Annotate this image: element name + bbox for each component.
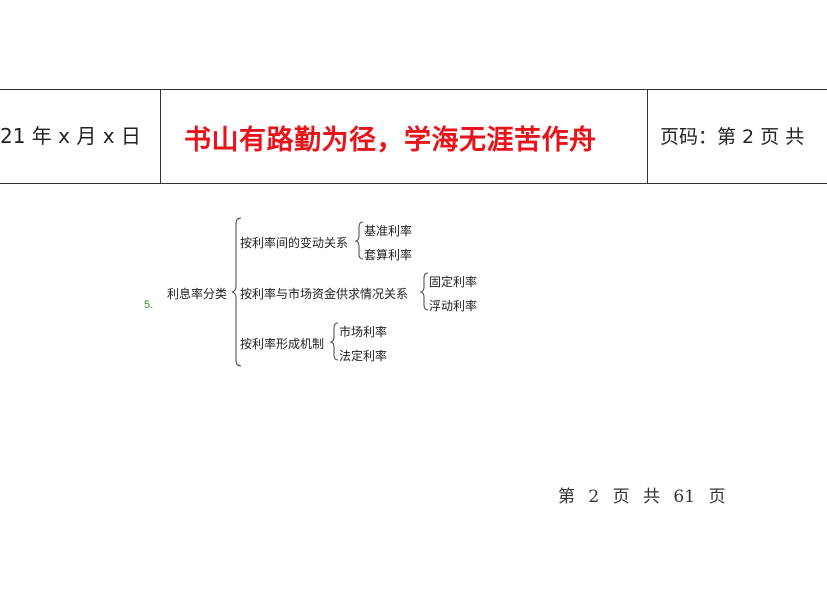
branch-label: 按利率形成机制 — [240, 337, 325, 351]
leaf-node: 市场利率 — [339, 325, 388, 339]
branch-label: 按利率间的变动关系 — [240, 236, 349, 250]
footer-page-number: 第 2 页 共 61 页 — [558, 487, 726, 507]
sub-brace — [354, 221, 364, 260]
leaf-node: 固定利率 — [429, 275, 478, 289]
header-band — [0, 89, 827, 184]
sub-brace — [419, 272, 429, 311]
header-divider — [647, 89, 648, 183]
item-number: 5. — [144, 299, 154, 311]
branch-label: 按利率与市场资金供求情况关系 — [240, 287, 409, 301]
main-brace — [231, 217, 242, 367]
header-divider — [160, 89, 161, 183]
header-date: 21 年 x 月 x 日 — [0, 124, 141, 148]
sub-brace — [329, 322, 339, 361]
leaf-node: 法定利率 — [339, 349, 388, 363]
header-motto: 书山有路勤为径，学海无涯苦作舟 — [184, 125, 597, 156]
leaf-node: 基准利率 — [364, 224, 413, 238]
header-page-number: 页码：第 2 页 共 — [660, 126, 805, 148]
leaf-node: 套算利率 — [364, 248, 413, 262]
leaf-node: 浮动利率 — [429, 299, 478, 313]
root-node: 利息率分类 — [167, 287, 228, 301]
